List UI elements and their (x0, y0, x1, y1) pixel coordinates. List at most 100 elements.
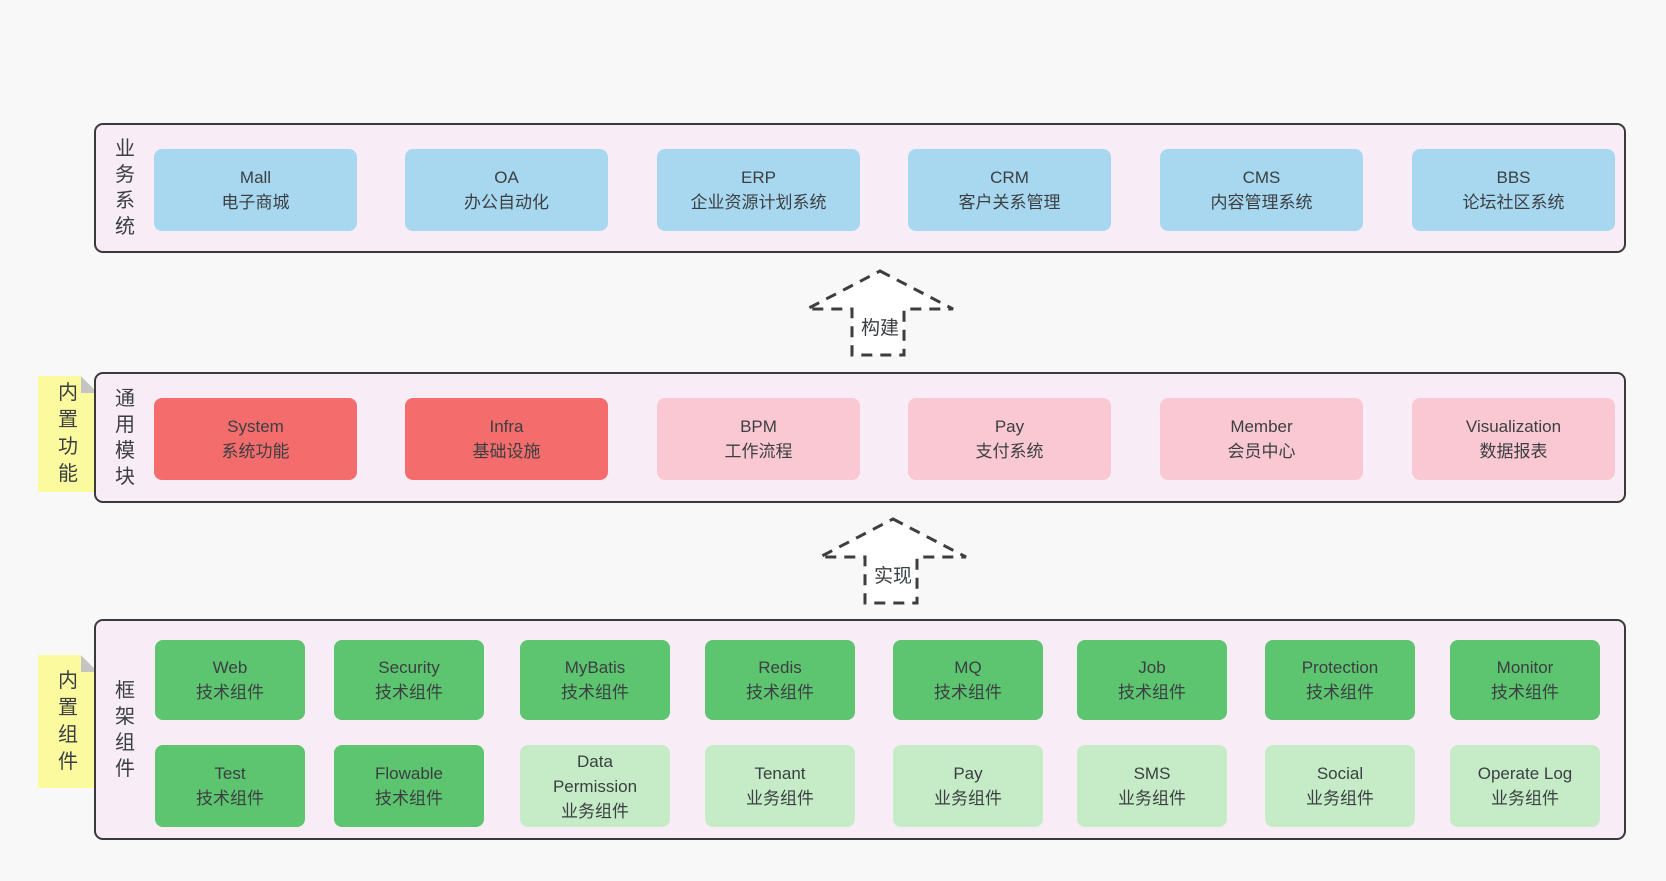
box-crm: CRM 客户关系管理 (908, 149, 1111, 231)
box-title: Job (1138, 658, 1166, 677)
box-title: Protection (1301, 658, 1379, 677)
box-subtitle: 技术组件 (934, 683, 1002, 702)
box-protection: Protection 技术组件 (1265, 640, 1415, 720)
box-title: BPM (740, 417, 777, 436)
arrow-up-icon (806, 269, 954, 357)
box-operate-log: Operate Log 业务组件 (1450, 745, 1600, 827)
box-subtitle: 业务组件 (1306, 789, 1374, 808)
box-title: Visualization (1465, 417, 1562, 436)
box-flowable: Flowable 技术组件 (334, 745, 484, 827)
box-job: Job 技术组件 (1077, 640, 1227, 720)
box-title: ERP (741, 168, 776, 187)
box-subtitle: 技术组件 (196, 789, 264, 808)
arrow-up-icon (819, 517, 967, 605)
box-mq: MQ 技术组件 (893, 640, 1043, 720)
arrow-implement-label: 实现 (871, 561, 915, 588)
box-title: BBS (1496, 168, 1531, 187)
box-security: Security 技术组件 (334, 640, 484, 720)
box-subtitle: 内容管理系统 (1210, 193, 1313, 212)
box-subtitle: 数据报表 (1479, 442, 1548, 461)
layer-label-common-modules: 通用模块 (115, 387, 135, 488)
layer-framework-components: 框架组件 Web 技术组件 Security 技术组件 MyBatis 技术组件… (94, 619, 1626, 840)
layer-business-systems: 业务系统 Mall 电子商城 OA 办公自动化 ERP 企业资源计划系统 CRM… (94, 123, 1626, 253)
box-subtitle: 工作流程 (724, 442, 793, 461)
box-subtitle: 系统功能 (221, 442, 290, 461)
box-title: MQ (954, 658, 982, 677)
sticky-note-builtin-features: 内置功能 (38, 376, 98, 492)
box-subtitle: 业务组件 (1118, 789, 1186, 808)
box-title: Infra (489, 417, 524, 436)
box-subtitle: 电子商城 (221, 193, 290, 212)
arrow-build: 构建 (804, 266, 956, 358)
arrow-build-label: 构建 (858, 313, 902, 340)
box-social: Social 业务组件 (1265, 745, 1415, 827)
layer-common-modules: 通用模块 System 系统功能 Infra 基础设施 BPM 工作流程 Pay… (94, 372, 1626, 503)
box-subtitle: 业务组件 (934, 789, 1002, 808)
box-title: System (227, 417, 284, 436)
box-title: MyBatis (564, 658, 626, 677)
box-title: OA (494, 168, 519, 187)
box-title: CMS (1242, 168, 1281, 187)
box-title: Tenant (754, 764, 806, 783)
box-cms: CMS 内容管理系统 (1160, 149, 1363, 231)
box-member: Member 会员中心 (1160, 398, 1363, 480)
sticky-note-builtin-components: 内置组件 (38, 655, 98, 788)
box-title: Security (378, 658, 440, 677)
box-tenant: Tenant 业务组件 (705, 745, 855, 827)
box-subtitle: 客户关系管理 (958, 193, 1061, 212)
box-sms: SMS 业务组件 (1077, 745, 1227, 827)
box-title: Social (1316, 764, 1364, 783)
box-subtitle: 会员中心 (1227, 442, 1296, 461)
box-test: Test 技术组件 (155, 745, 305, 827)
box-title: Mall (239, 168, 272, 187)
box-subtitle: 技术组件 (1306, 683, 1374, 702)
box-title: Monitor (1496, 658, 1554, 677)
box-oa: OA 办公自动化 (405, 149, 608, 231)
box-title: Web (212, 658, 248, 677)
box-subtitle: 技术组件 (1491, 683, 1559, 702)
layer-label-business-systems: 业务系统 (115, 138, 135, 238)
layer-label-framework-components: 框架组件 (115, 679, 135, 780)
box-erp: ERP 企业资源计划系统 (657, 149, 860, 231)
box-subtitle: 业务组件 (561, 801, 629, 821)
box-monitor: Monitor 技术组件 (1450, 640, 1600, 720)
box-subtitle: 论坛社区系统 (1462, 193, 1565, 212)
box-title: SMS (1133, 764, 1171, 783)
box-subtitle: 技术组件 (375, 683, 443, 702)
arrow-implement: 实现 (817, 514, 969, 606)
box-mall: Mall 电子商城 (154, 149, 357, 231)
box-title: Data Permission (552, 751, 638, 796)
box-subtitle: 基础设施 (472, 442, 541, 461)
box-subtitle: 业务组件 (746, 789, 814, 808)
box-subtitle: 技术组件 (375, 789, 443, 808)
box-bbs: BBS 论坛社区系统 (1412, 149, 1615, 231)
sticky-note-label: 内置组件 (58, 669, 78, 773)
box-subtitle: 技术组件 (746, 683, 814, 702)
box-title: Flowable (374, 764, 444, 783)
box-bpm: BPM 工作流程 (657, 398, 860, 480)
box-infra: Infra 基础设施 (405, 398, 608, 480)
box-pay-module: Pay 支付系统 (908, 398, 1111, 480)
box-title: Redis (758, 658, 802, 677)
box-subtitle: 支付系统 (975, 442, 1044, 461)
box-web: Web 技术组件 (155, 640, 305, 720)
box-subtitle: 技术组件 (561, 683, 629, 702)
box-subtitle: 办公自动化 (464, 193, 549, 212)
box-mybatis: MyBatis 技术组件 (520, 640, 670, 720)
box-visualization: Visualization 数据报表 (1412, 398, 1615, 480)
box-title: CRM (990, 168, 1029, 187)
box-subtitle: 技术组件 (1118, 683, 1186, 702)
box-pay-component: Pay 业务组件 (893, 745, 1043, 827)
box-subtitle: 企业资源计划系统 (690, 193, 827, 212)
box-data-permission: Data Permission 业务组件 (520, 745, 670, 827)
box-redis: Redis 技术组件 (705, 640, 855, 720)
box-subtitle: 技术组件 (196, 683, 264, 702)
box-system: System 系统功能 (154, 398, 357, 480)
box-title: Operate Log (1477, 764, 1573, 783)
box-title: Pay (994, 417, 1025, 436)
box-title: Pay (953, 764, 983, 783)
box-subtitle: 业务组件 (1491, 789, 1559, 808)
box-title: Test (214, 764, 246, 783)
box-title: Member (1230, 417, 1293, 436)
